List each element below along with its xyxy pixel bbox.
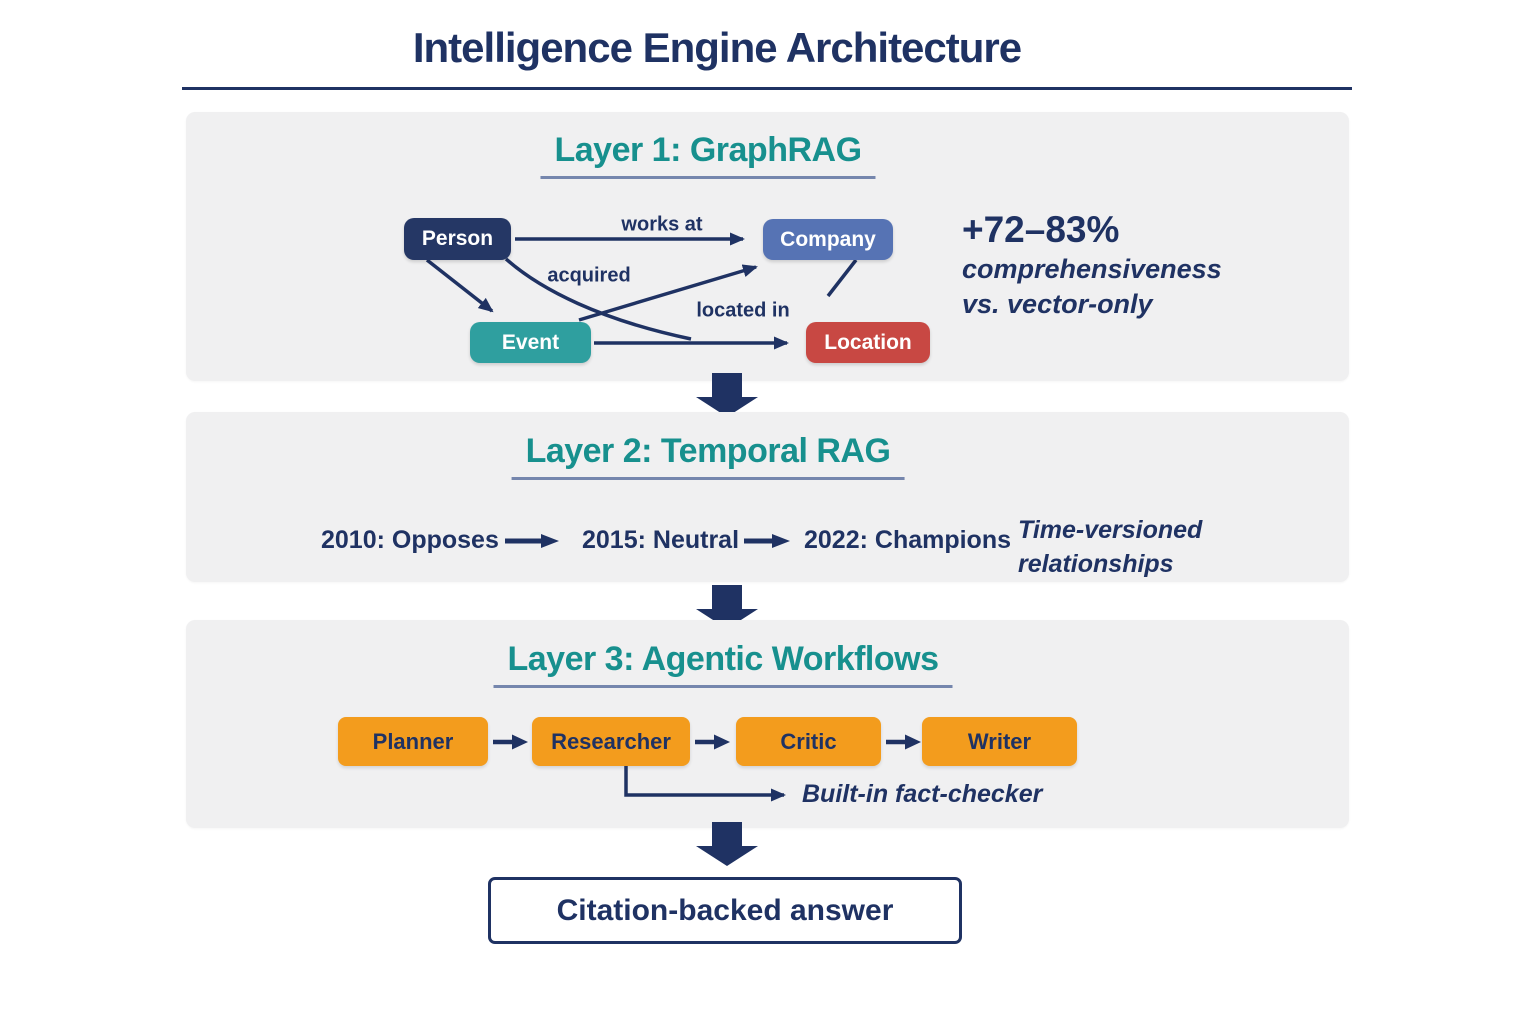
agent-critic-label: Critic [780, 728, 837, 754]
page-title: Intelligence Engine Architecture [412, 24, 1022, 71]
layer3-panel: Layer 3: Agentic Workflows Planner Resea… [186, 620, 1349, 828]
branch-label: Built-in fact-checker [802, 780, 1043, 808]
layer2-note: Time-versioned relationships [1018, 514, 1202, 582]
agent-planner: Planner [338, 717, 488, 766]
edge-label-located-in: located in [696, 299, 790, 322]
layer1-heading: Layer 1: GraphRAG [540, 131, 876, 179]
edge-label-acquired: acquired [547, 264, 631, 287]
timeline-arrow-1 [505, 534, 559, 548]
layer2-note-line1: Time-versioned [1018, 516, 1203, 544]
agent-researcher-label: Researcher [551, 728, 671, 754]
node-location-label: Location [824, 330, 912, 354]
layer2-heading: Layer 2: Temporal RAG [511, 432, 905, 480]
agent-arrow-1 [493, 734, 528, 750]
layer3-heading: Layer 3: Agentic Workflows [493, 640, 953, 688]
timeline-arrow-2 [744, 534, 790, 548]
agent-writer: Writer [922, 717, 1077, 766]
stat-headline: +72–83% [962, 209, 1120, 250]
edge-event-company [578, 264, 758, 322]
node-location: Location [806, 322, 930, 363]
agent-arrow-2 [695, 734, 730, 750]
node-event-label: Event [501, 330, 560, 354]
graph-edges-svg [425, 232, 858, 350]
edge-label-works-at: works at [621, 213, 703, 236]
node-person: Person [404, 218, 511, 260]
layer2-panel: Layer 2: Temporal RAG 2010: Opposes 2015… [186, 412, 1349, 582]
edge-acquired [504, 257, 692, 341]
agent-researcher: Researcher [532, 717, 690, 766]
branch-line-svg [624, 766, 786, 802]
edge-person-event [425, 258, 494, 313]
stat-line2: comprehensiveness [962, 254, 1222, 285]
output-box: Citation-backed answer [488, 877, 962, 944]
down-arrow-1 [696, 373, 758, 417]
edge-company-located [826, 258, 858, 298]
agent-critic: Critic [736, 717, 881, 766]
branch-line [624, 766, 786, 802]
agent-planner-label: Planner [372, 728, 454, 754]
agent-arrow-3 [886, 734, 921, 750]
layer1-stat: +72–83% comprehensiveness vs. vector-onl… [962, 208, 1222, 323]
stat-line3: vs. vector-only [962, 289, 1153, 320]
down-arrow-3 [696, 822, 758, 866]
timeline-item-2022: 2022: Champions [804, 526, 1012, 554]
timeline-item-2010: 2010: Opposes [321, 526, 499, 554]
output-label: Citation-backed answer [556, 893, 894, 927]
layer2-note-line2: relationships [1018, 549, 1174, 578]
title-divider [182, 87, 1352, 90]
node-company-label: Company [780, 227, 876, 251]
layer1-panel: Layer 1: GraphRAG Person Company Event [186, 112, 1349, 381]
node-person-label: Person [421, 227, 494, 250]
node-event: Event [470, 322, 591, 363]
timeline-item-2015: 2015: Neutral [582, 526, 740, 554]
node-company: Company [763, 219, 893, 260]
agent-writer-label: Writer [967, 728, 1032, 754]
down-arrow-2 [696, 585, 758, 629]
